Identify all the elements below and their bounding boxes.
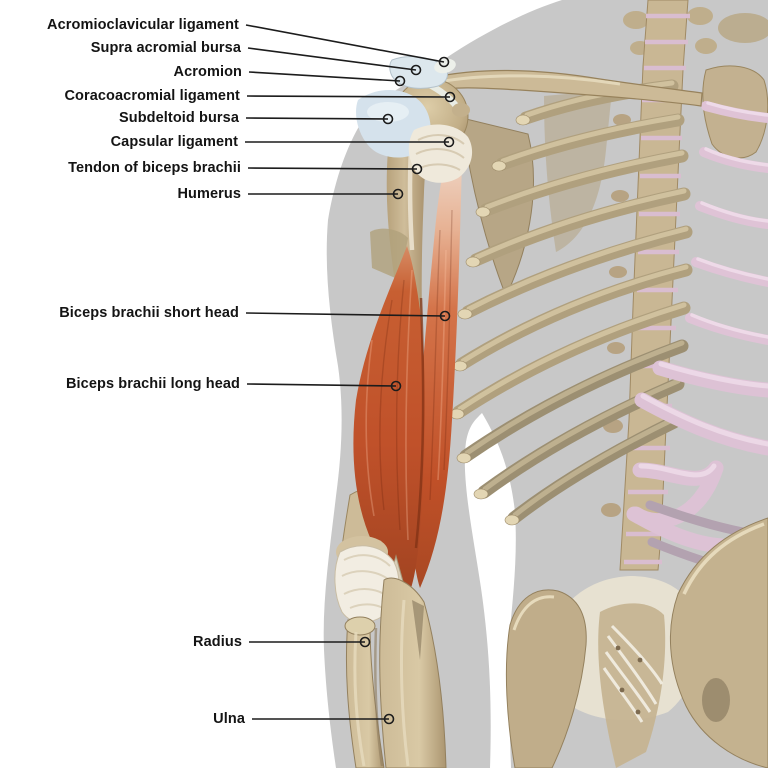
leader-line-tendon-of-biceps-brachii [247, 167, 418, 170]
sacral-ligaments [602, 624, 664, 723]
forearm-bones [344, 577, 447, 768]
coracoid-process [452, 103, 470, 117]
leader-line-biceps-brachii-short-head [245, 312, 446, 317]
biceps-long-head [353, 246, 425, 596]
leader-line-acromion [248, 71, 401, 82]
leader-dot-acromion [394, 75, 406, 87]
leader-dot-biceps-brachii-long-head [390, 380, 402, 392]
leader-dot-humerus [392, 188, 404, 200]
rib-cage [449, 79, 693, 526]
leader-dot-capsular-ligament [443, 136, 455, 148]
bicipital-furrow [414, 297, 425, 549]
leader-dot-ulna [383, 713, 395, 725]
leader-dot-radius [359, 636, 371, 648]
ulna [379, 577, 447, 768]
leader-dot-supra-acromial-bursa [410, 64, 422, 76]
leader-dot-biceps-brachii-short-head [439, 310, 451, 322]
leader-line-subdeltoid-bursa [245, 117, 389, 120]
biceps-short-head [412, 151, 463, 588]
leader-dot-coracoacromial-ligament [444, 91, 456, 103]
leader-dot-tendon-of-biceps-brachii [411, 163, 423, 175]
rib-ends [449, 114, 531, 526]
clavicle [429, 70, 703, 107]
biceps-long-head-tendon [407, 149, 415, 251]
leader-line-supra-acromial-bursa [247, 47, 417, 71]
sternum-and-cartilage [685, 65, 768, 345]
leader-dot-subdeltoid-bursa [382, 113, 394, 125]
leader-line-coracoacromial-ligament [246, 95, 451, 98]
left-ilium [505, 589, 587, 768]
right-ilium [670, 517, 768, 768]
costal-cartilage [685, 101, 768, 345]
leader-dot-acromioclavicular-ligament [438, 56, 450, 68]
leader-line-biceps-brachii-long-head [246, 383, 397, 387]
pelvis [505, 517, 768, 768]
costal-margin-cartilage [626, 360, 768, 577]
shoulder-joint [356, 56, 473, 183]
sacral-foramina [615, 645, 643, 715]
leader-line-acromioclavicular-ligament [245, 24, 445, 63]
radial-head [344, 616, 376, 636]
